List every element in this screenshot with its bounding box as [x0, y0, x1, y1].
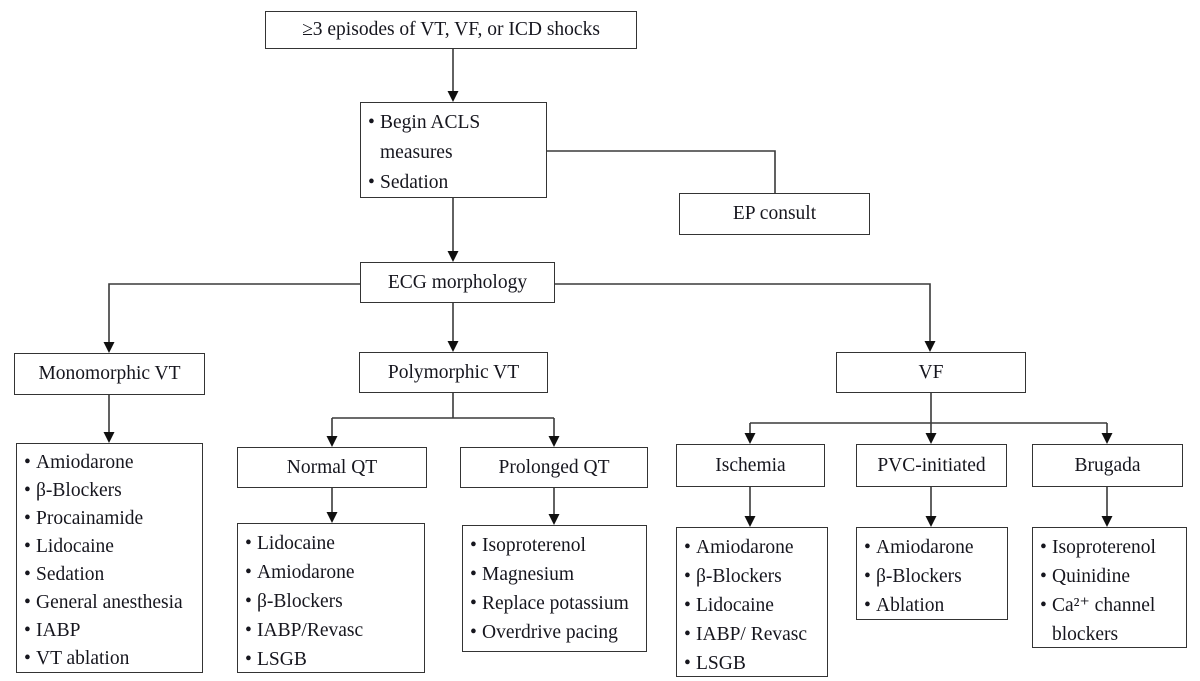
node-normal-qt: Normal QT	[237, 447, 427, 488]
acls-item: Begin ACLS measures	[368, 108, 542, 168]
treatment-item: β-Blockers	[245, 587, 420, 616]
treatment-item: IABP/ Revasc	[684, 620, 823, 649]
treatment-item: IABP	[24, 617, 198, 645]
node-acls-measures: Begin ACLS measures Sedation	[360, 102, 547, 198]
treatment-list: Isoproterenol Magnesium Replace potassiu…	[463, 526, 646, 647]
treatment-item: Amiodarone	[24, 449, 198, 477]
treatment-item: General anesthesia	[24, 589, 198, 617]
treatment-item: Procainamide	[24, 505, 198, 533]
node-prolonged-qt-label: Prolonged QT	[498, 456, 610, 478]
node-vf-label: VF	[918, 361, 944, 383]
treatment-item: IABP/Revasc	[245, 616, 420, 645]
treatment-item: Overdrive pacing	[470, 618, 642, 647]
treatment-item: Replace potassium	[470, 589, 642, 618]
node-pvc-initiated: PVC-initiated	[856, 444, 1007, 487]
node-prolonged-qt-treatments: Isoproterenol Magnesium Replace potassiu…	[462, 525, 647, 652]
node-polymorphic-vt: Polymorphic VT	[359, 352, 548, 393]
treatment-item: Ca²⁺ channel blockers	[1040, 591, 1182, 649]
node-polymorphic-vt-label: Polymorphic VT	[387, 361, 520, 383]
treatment-item: Isoproterenol	[470, 531, 642, 560]
treatment-item: Amiodarone	[684, 533, 823, 562]
node-normal-qt-label: Normal QT	[286, 456, 378, 478]
treatment-list: Amiodarone β-Blockers Lidocaine IABP/ Re…	[677, 528, 827, 678]
treatment-item: Isoproterenol	[1040, 533, 1182, 562]
treatment-item: β-Blockers	[864, 562, 1003, 591]
treatment-item: LSGB	[245, 645, 420, 674]
treatment-list: Amiodarone β-Blockers Ablation	[857, 528, 1007, 620]
node-pvc-initiated-label: PVC-initiated	[877, 454, 986, 476]
treatment-item: Sedation	[24, 561, 198, 589]
node-monomorphic-vt: Monomorphic VT	[14, 353, 205, 395]
treatment-item: Ablation	[864, 591, 1003, 620]
node-vf: VF	[836, 352, 1026, 393]
treatment-item: Lidocaine	[24, 533, 198, 561]
node-ecg-morphology: ECG morphology	[360, 262, 555, 303]
node-ischemia: Ischemia	[676, 444, 825, 487]
acls-item-list: Begin ACLS measures Sedation	[361, 103, 546, 198]
node-ischemia-treatments: Amiodarone β-Blockers Lidocaine IABP/ Re…	[676, 527, 828, 678]
treatment-list: Isoproterenol Quinidine Ca²⁺ channel blo…	[1033, 528, 1186, 649]
node-ep-consult: EP consult	[679, 193, 870, 235]
treatment-item: Lidocaine	[684, 591, 823, 620]
node-ep-consult-label: EP consult	[732, 203, 817, 224]
acls-item: Sedation	[368, 168, 542, 198]
treatment-item: Amiodarone	[245, 558, 420, 587]
treatment-item: β-Blockers	[684, 562, 823, 591]
treatment-list: Amiodarone β-Blockers Procainamide Lidoc…	[17, 444, 202, 673]
node-brugada-treatments: Isoproterenol Quinidine Ca²⁺ channel blo…	[1032, 527, 1187, 648]
node-brugada: Brugada	[1032, 444, 1183, 487]
node-monomorphic-vt-label: Monomorphic VT	[38, 363, 181, 384]
treatment-item: β-Blockers	[24, 477, 198, 505]
treatment-item: Amiodarone	[864, 533, 1003, 562]
node-normal-qt-treatments: Lidocaine Amiodarone β-Blockers IABP/Rev…	[237, 523, 425, 674]
node-monomorphic-treatments: Amiodarone β-Blockers Procainamide Lidoc…	[16, 443, 203, 673]
node-pvc-treatments: Amiodarone β-Blockers Ablation	[856, 527, 1008, 620]
treatment-list: Lidocaine Amiodarone β-Blockers IABP/Rev…	[238, 524, 424, 674]
node-ischemia-label: Ischemia	[715, 454, 786, 476]
node-prolonged-qt: Prolonged QT	[460, 447, 648, 488]
node-episodes: ≥3 episodes of VT, VF, or ICD shocks	[265, 11, 637, 49]
node-ecg-morphology-label: ECG morphology	[387, 271, 528, 293]
treatment-item: VT ablation	[24, 645, 198, 673]
treatment-item: Quinidine	[1040, 562, 1182, 591]
node-episodes-label: ≥3 episodes of VT, VF, or ICD shocks	[302, 19, 600, 40]
treatment-item: Lidocaine	[245, 529, 420, 558]
treatment-item: LSGB	[684, 649, 823, 678]
node-brugada-label: Brugada	[1074, 454, 1141, 476]
treatment-item: Magnesium	[470, 560, 642, 589]
